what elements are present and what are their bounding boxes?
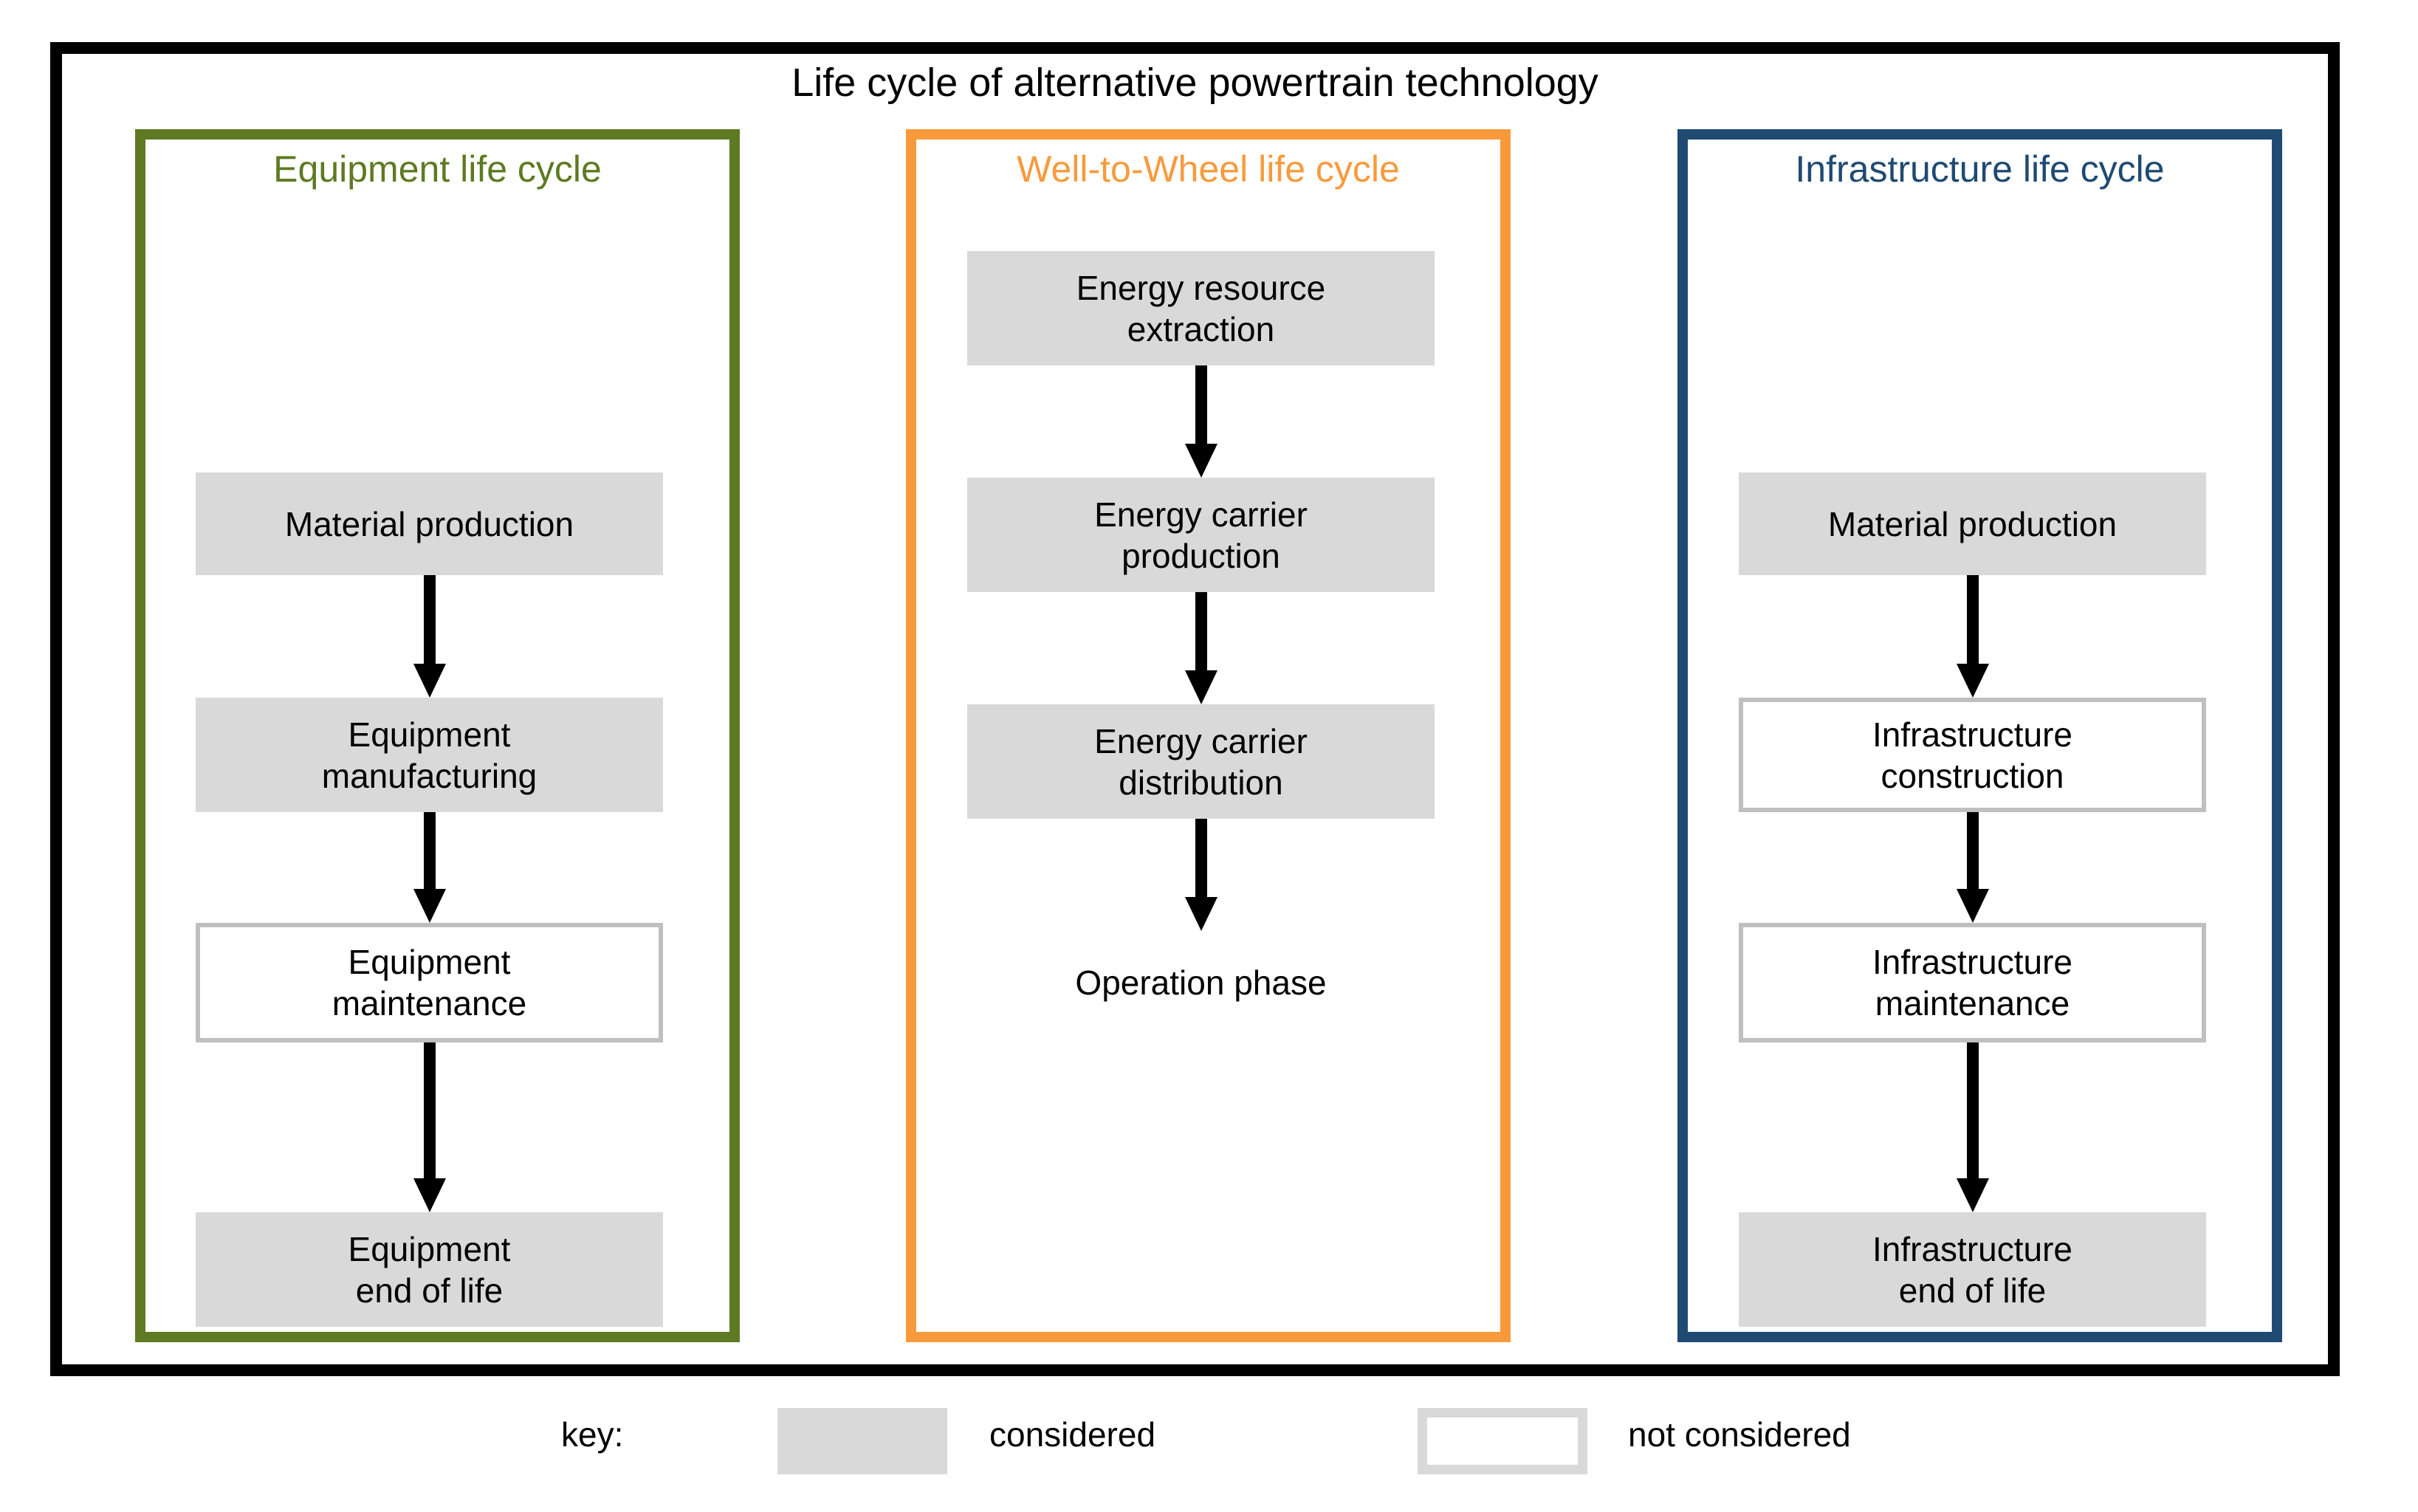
step-label: Material production xyxy=(284,504,574,543)
step-box-energy-resource-extraction[interactable]: Energy resource extraction xyxy=(967,251,1435,365)
step-label-line2: extraction xyxy=(1127,309,1275,348)
step-label-line2: distribution xyxy=(1119,763,1283,802)
step-label-line1: Infrastructure xyxy=(1872,1229,2072,1268)
step-box-infrastructure-construction[interactable]: Infrastructure construction xyxy=(1739,698,2206,812)
arrow-down xyxy=(1185,365,1217,478)
column-header-well-to-wheel: Well-to-Wheel life cycle xyxy=(1017,148,1400,190)
legend-swatch-considered xyxy=(777,1408,947,1474)
legend-label: key: xyxy=(561,1415,624,1454)
step-label-line1: Energy carrier xyxy=(1094,495,1308,534)
column-equipment-life-cycle xyxy=(135,129,740,1342)
column-header-infrastructure: Infrastructure life cycle xyxy=(1795,148,2165,190)
step-box-equipment-end-of-life[interactable]: Equipment end of life xyxy=(196,1212,663,1327)
legend-text-considered: considered xyxy=(989,1415,1156,1454)
legend-key: key: considered not considered xyxy=(0,1398,2418,1479)
arrow-down xyxy=(1185,819,1217,931)
step-label-line2: maintenance xyxy=(1875,984,2070,1023)
step-box-material-production-equipment[interactable]: Material production xyxy=(196,472,663,575)
step-label-line2: maintenance xyxy=(332,984,527,1023)
step-label-line2: construction xyxy=(1881,756,2064,795)
step-box-equipment-maintenance[interactable]: Equipment maintenance xyxy=(196,923,663,1042)
legend-swatch-not-considered xyxy=(1418,1408,1587,1474)
step-label-line1: Equipment xyxy=(348,1229,511,1268)
step-label-line1: Infrastructure xyxy=(1872,715,2072,754)
arrow-down xyxy=(1957,1042,1989,1212)
step-label: Operation phase xyxy=(1075,963,1327,1002)
step-label-line1: Equipment xyxy=(348,715,511,754)
arrow-down xyxy=(1957,812,1989,923)
arrow-down xyxy=(413,1042,446,1212)
arrow-down xyxy=(413,575,446,698)
arrow-down xyxy=(1957,575,1989,698)
step-label-line2: manufacturing xyxy=(321,756,537,795)
step-label-line2: production xyxy=(1122,536,1280,575)
step-box-infrastructure-end-of-life[interactable]: Infrastructure end of life xyxy=(1739,1212,2206,1327)
step-box-energy-carrier-production[interactable]: Energy carrier production xyxy=(967,478,1435,592)
step-box-material-production-infrastructure[interactable]: Material production xyxy=(1739,472,2206,575)
column-well-to-wheel-life-cycle xyxy=(906,129,1511,1342)
page-title: Life cycle of alternative powertrain tec… xyxy=(791,61,1598,105)
step-label-line1: Infrastructure xyxy=(1872,943,2072,981)
arrow-down xyxy=(1185,592,1217,704)
column-header-equipment: Equipment life cycle xyxy=(273,148,602,190)
step-box-equipment-manufacturing[interactable]: Equipment manufacturing xyxy=(196,698,663,812)
step-box-energy-carrier-distribution[interactable]: Energy carrier distribution xyxy=(967,704,1435,819)
step-label-line1: Energy carrier xyxy=(1094,721,1308,760)
step-label-line2: end of life xyxy=(1898,1271,2047,1310)
legend-text-not-considered: not considered xyxy=(1628,1415,1851,1454)
step-label-line1: Equipment xyxy=(348,943,511,981)
column-infrastructure-life-cycle xyxy=(1677,129,2282,1342)
step-box-infrastructure-maintenance[interactable]: Infrastructure maintenance xyxy=(1739,923,2206,1042)
step-label-line2: end of life xyxy=(355,1271,504,1310)
step-label-line1: Energy resource xyxy=(1076,268,1326,307)
step-box-operation-phase[interactable]: Operation phase xyxy=(967,904,1435,1061)
step-label: Material production xyxy=(1827,504,2118,543)
arrow-down xyxy=(413,812,446,923)
